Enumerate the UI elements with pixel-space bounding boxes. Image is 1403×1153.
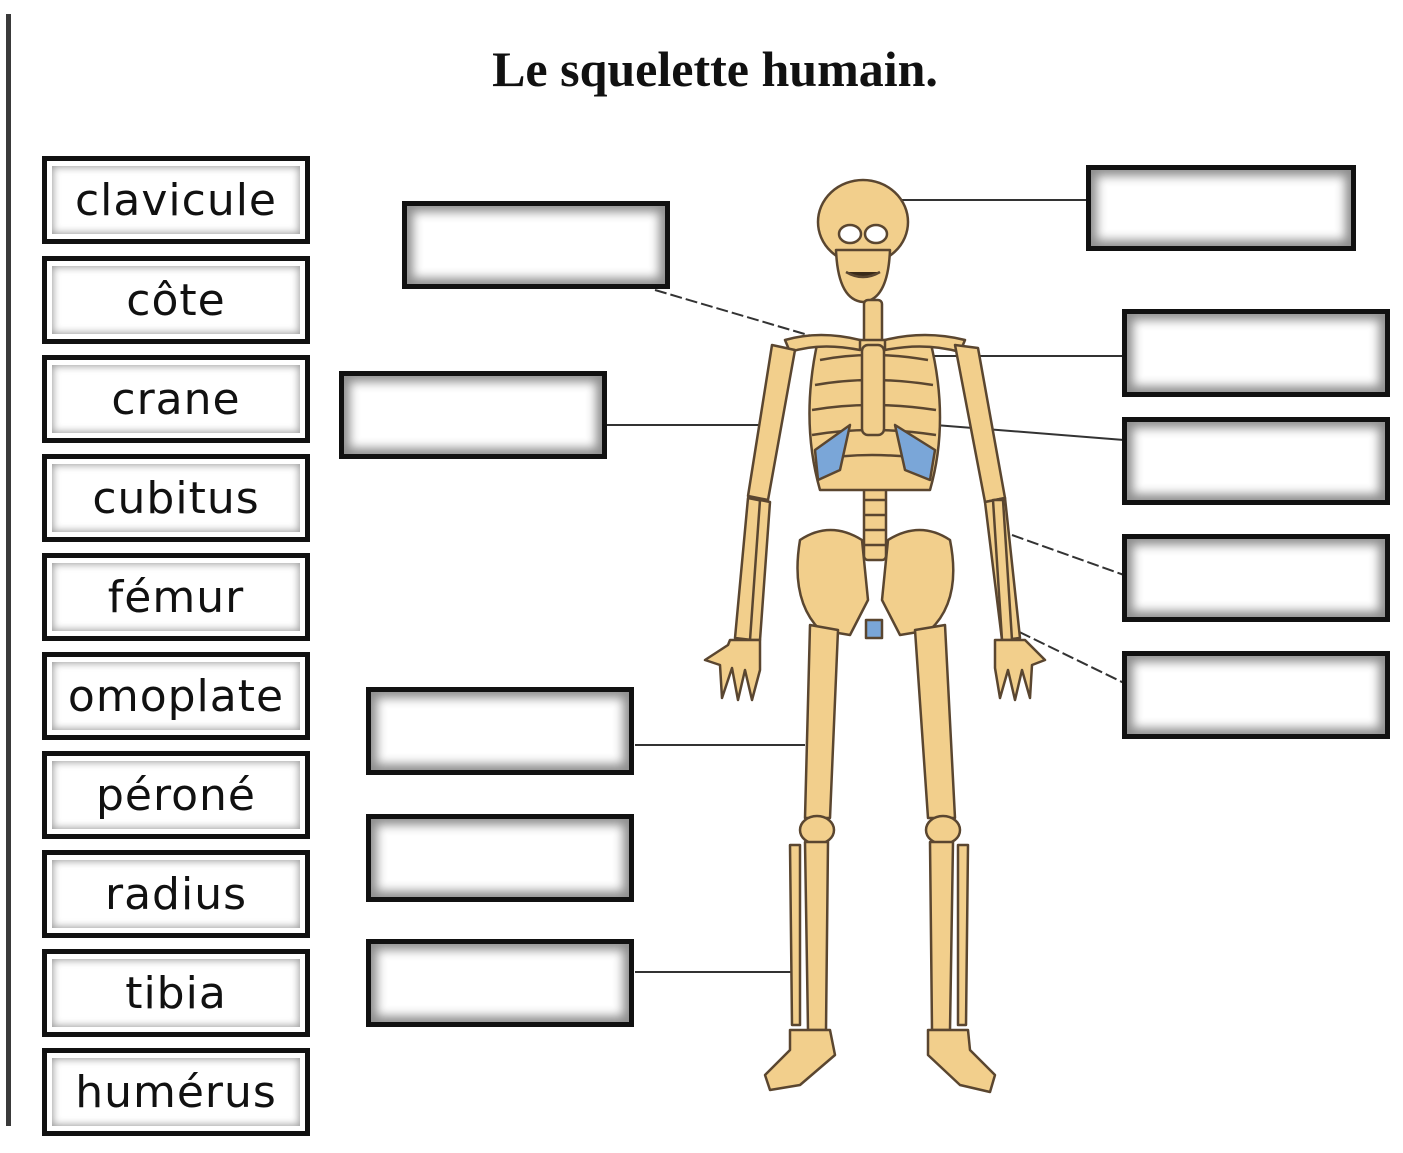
label-box-forearm[interactable]	[1122, 534, 1390, 622]
left-leg	[765, 625, 838, 1090]
label-box-humerus[interactable]	[339, 371, 607, 459]
ribcage	[809, 340, 940, 490]
right-leg	[915, 625, 995, 1092]
label-box-tibia[interactable]	[366, 939, 634, 1027]
leader-line-rib	[935, 425, 1124, 440]
leader-line-forearm	[1012, 535, 1124, 575]
label-box-clavicle[interactable]	[402, 201, 670, 289]
label-box-shoulder[interactable]	[1122, 309, 1390, 397]
label-box-knee[interactable]	[366, 814, 634, 902]
label-box-femur[interactable]	[366, 687, 634, 775]
label-box-rib[interactable]	[1122, 417, 1390, 505]
skull	[818, 180, 908, 302]
label-box-wrist[interactable]	[1122, 651, 1390, 739]
right-arm	[955, 345, 1045, 700]
left-arm	[705, 345, 795, 700]
label-box-skull[interactable]	[1086, 165, 1356, 251]
leader-line-clavicle	[655, 290, 825, 340]
